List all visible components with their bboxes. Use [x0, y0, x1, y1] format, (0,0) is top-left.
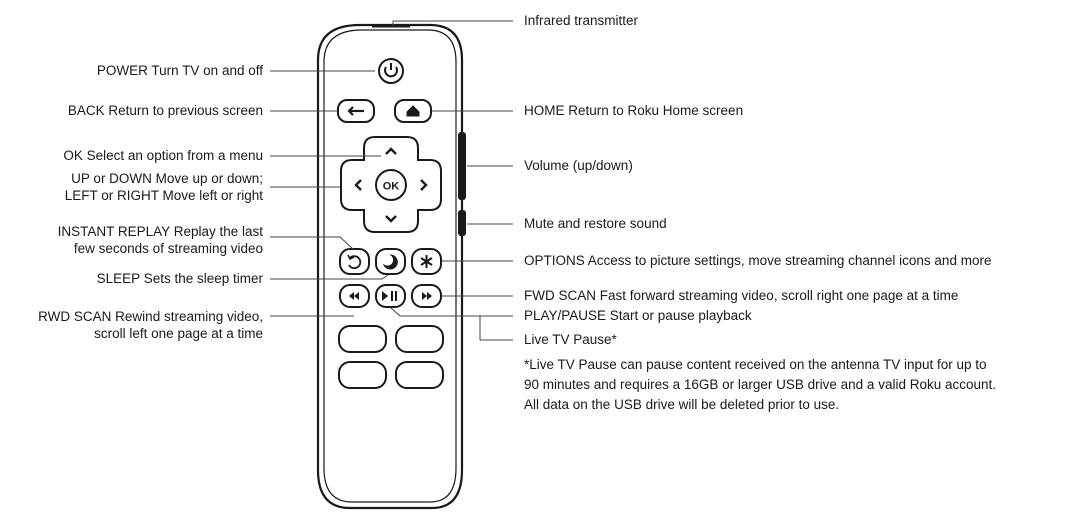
label-volume: Volume (up/down)	[524, 158, 633, 173]
label-infrared: Infrared transmitter	[524, 13, 639, 28]
channel-shortcut-button[interactable]	[395, 325, 444, 353]
fast-forward-icon	[422, 292, 432, 300]
label-replay-line2: few seconds of streaming video	[73, 241, 263, 256]
label-rwd-line2: scroll left one page at a time	[94, 326, 263, 341]
chevron-left-icon[interactable]	[354, 179, 362, 191]
channel-shortcut-button[interactable]	[338, 325, 387, 353]
fast-forward-button[interactable]	[411, 284, 442, 308]
label-updown-line2: LEFT or RIGHT Move left or right	[64, 188, 263, 203]
remote-body-inner-edge	[323, 29, 457, 503]
label-power: POWER Turn TV on and off	[96, 63, 263, 78]
home-button[interactable]	[394, 99, 432, 123]
power-button[interactable]	[378, 58, 404, 84]
play-pause-button[interactable]	[375, 284, 406, 308]
label-replay-line1: INSTANT REPLAY Replay the last	[57, 224, 263, 239]
label-updown: UP or DOWN Move up or down; LEFT or RIGH…	[65, 170, 263, 204]
footnote-livetv: *Live TV Pause can pause content receive…	[524, 355, 996, 415]
leader-line-sleep	[270, 274, 389, 280]
home-icon	[406, 105, 420, 117]
leader-line-playpause	[390, 307, 513, 317]
chevron-up-icon[interactable]	[385, 147, 397, 155]
chevron-right-icon[interactable]	[420, 179, 428, 191]
label-mute: Mute and restore sound	[524, 216, 667, 231]
instant-replay-button[interactable]	[339, 248, 370, 275]
rewind-button[interactable]	[339, 284, 370, 308]
label-ok: OK Select an option from a menu	[63, 148, 263, 163]
rewind-icon	[349, 292, 359, 300]
back-arrow-icon	[347, 106, 364, 116]
footnote-line3: All data on the USB drive will be delete…	[524, 397, 840, 412]
remote-body	[316, 23, 464, 510]
sleep-button[interactable]	[375, 248, 406, 275]
chevron-down-icon[interactable]	[385, 215, 397, 223]
leader-line-livetv	[479, 316, 513, 341]
label-rwd: RWD SCAN Rewind streaming video, scroll …	[38, 308, 263, 342]
asterisk-icon	[420, 255, 433, 268]
channel-shortcut-button[interactable]	[338, 361, 387, 389]
leader-line-replay	[270, 236, 354, 250]
label-replay: INSTANT REPLAY Replay the last few secon…	[58, 223, 263, 257]
leader-lines	[270, 20, 513, 341]
label-playpause: PLAY/PAUSE Start or pause playback	[524, 308, 752, 323]
label-livetv: Live TV Pause*	[524, 332, 617, 347]
channel-shortcut-button[interactable]	[395, 361, 444, 389]
label-rwd-line1: RWD SCAN Rewind streaming video,	[38, 309, 263, 324]
label-options: OPTIONS Access to picture settings, move…	[524, 253, 992, 268]
replay-icon	[347, 254, 362, 270]
d-pad[interactable]	[340, 136, 442, 233]
label-fwd: FWD SCAN Fast forward streaming video, s…	[524, 288, 959, 303]
ok-button-label: OK	[383, 181, 400, 193]
back-button[interactable]	[337, 99, 375, 123]
label-home: HOME Return to Roku Home screen	[524, 103, 744, 118]
label-updown-line1: UP or DOWN Move up or down;	[71, 171, 263, 186]
footnote-line2: 90 minutes and requires a 16GB or larger…	[524, 377, 997, 392]
options-button[interactable]	[411, 248, 442, 275]
label-sleep: SLEEP Sets the sleep timer	[96, 271, 263, 286]
footnote-line1: *Live TV Pause can pause content receive…	[524, 357, 987, 372]
play-pause-icon	[382, 291, 397, 301]
leader-line-infrared	[392, 20, 513, 26]
moon-icon	[382, 254, 398, 270]
ok-button[interactable]: OK	[375, 169, 407, 201]
volume-rocker[interactable]	[458, 132, 466, 200]
power-icon	[384, 63, 398, 78]
mute-button[interactable]	[458, 210, 466, 236]
label-back: BACK Return to previous screen	[67, 103, 263, 118]
